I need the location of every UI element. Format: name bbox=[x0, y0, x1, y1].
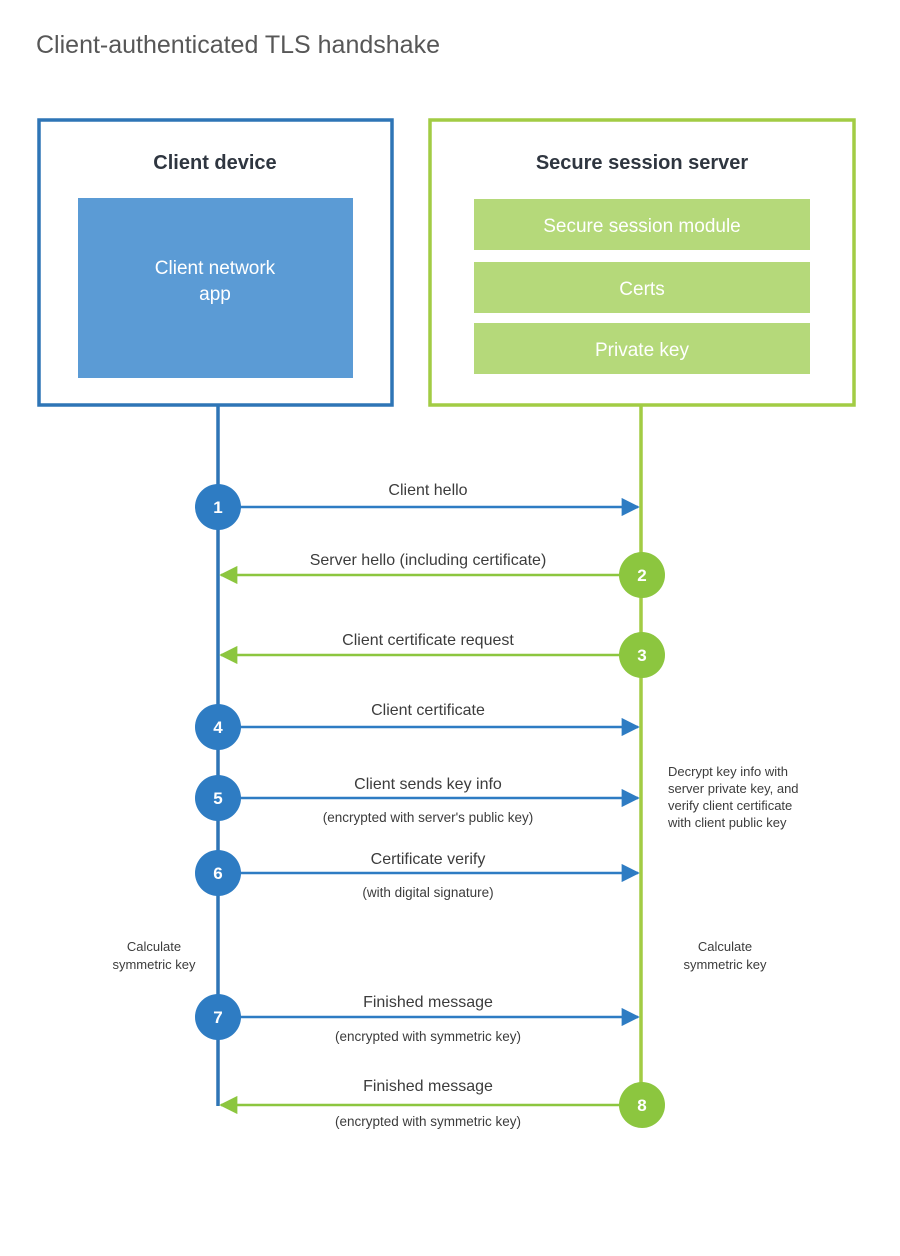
step-4-label: Client certificate bbox=[371, 702, 485, 719]
step-6-group: Certificate verify (with digital signatu… bbox=[195, 850, 640, 900]
step-3-badge[interactable] bbox=[619, 632, 665, 678]
step-8-badge[interactable] bbox=[619, 1082, 665, 1128]
step-1-label: Client hello bbox=[388, 482, 467, 499]
step-3-group: Client certificate request 3 bbox=[219, 632, 665, 678]
step-6-label: Certificate verify bbox=[371, 851, 486, 868]
server-decrypt-note-line-1: server private key, and bbox=[668, 781, 799, 796]
step-4-badge[interactable] bbox=[195, 704, 241, 750]
step-5-sublabel: (encrypted with server's public key) bbox=[323, 810, 533, 825]
client-calculate-note: Calculate symmetric key bbox=[112, 939, 196, 972]
secure-session-server-title: Secure session server bbox=[536, 152, 749, 174]
step-7-badge[interactable] bbox=[195, 994, 241, 1040]
client-calculate-note-line-0: Calculate bbox=[127, 939, 181, 954]
step-1-group: Client hello 1 bbox=[195, 482, 640, 530]
step-7-group: Finished message (encrypted with symmetr… bbox=[195, 994, 640, 1044]
step-5-group: Client sends key info (encrypted with se… bbox=[195, 775, 640, 825]
step-6-sublabel: (with digital signature) bbox=[362, 885, 493, 900]
server-module-box-1 bbox=[474, 262, 810, 313]
server-calculate-note-line-1: symmetric key bbox=[683, 957, 767, 972]
client-calculate-note-line-1: symmetric key bbox=[112, 957, 196, 972]
server-module-label-0: Secure session module bbox=[543, 216, 741, 237]
step-6-badge[interactable] bbox=[195, 850, 241, 896]
server-decrypt-note-line-2: verify client certificate bbox=[668, 798, 792, 813]
client-network-app-box bbox=[78, 198, 353, 378]
server-calculate-note: Calculate symmetric key bbox=[683, 939, 767, 972]
server-module-box-0 bbox=[474, 199, 810, 250]
step-2-label: Server hello (including certificate) bbox=[310, 552, 547, 569]
secure-session-server-panel: Secure session server Secure session mod… bbox=[428, 118, 856, 407]
step-8-label: Finished message bbox=[363, 1078, 493, 1095]
step-7-label: Finished message bbox=[363, 994, 493, 1011]
step-8-sublabel: (encrypted with symmetric key) bbox=[335, 1114, 521, 1129]
step-1-number: 1 bbox=[213, 498, 222, 517]
server-decrypt-note: Decrypt key info with server private key… bbox=[667, 764, 799, 830]
server-decrypt-note-line-3: with client public key bbox=[667, 815, 787, 830]
server-module-label-2: Private key bbox=[595, 340, 689, 361]
step-5-number: 5 bbox=[213, 789, 222, 808]
step-4-group: Client certificate 4 bbox=[195, 702, 640, 750]
client-network-app-label-line2: app bbox=[199, 284, 231, 305]
client-device-panel: Client device Client network app bbox=[37, 118, 394, 407]
page-title: Client-authenticated TLS handshake bbox=[36, 31, 440, 59]
server-module-box-2 bbox=[474, 323, 810, 374]
step-2-number: 2 bbox=[637, 566, 646, 585]
server-decrypt-note-line-0: Decrypt key info with bbox=[668, 764, 788, 779]
client-network-app-label-line1: Client network bbox=[155, 258, 276, 279]
step-7-sublabel: (encrypted with symmetric key) bbox=[335, 1029, 521, 1044]
server-module-label-1: Certs bbox=[619, 279, 664, 300]
client-device-title: Client device bbox=[153, 152, 276, 174]
step-2-group: Server hello (including certificate) 2 bbox=[219, 552, 665, 598]
step-8-number: 8 bbox=[637, 1096, 646, 1115]
step-2-badge[interactable] bbox=[619, 552, 665, 598]
step-5-badge[interactable] bbox=[195, 775, 241, 821]
step-7-number: 7 bbox=[213, 1008, 222, 1027]
step-1-badge[interactable] bbox=[195, 484, 241, 530]
step-6-number: 6 bbox=[213, 864, 222, 883]
step-3-label: Client certificate request bbox=[342, 632, 514, 649]
step-5-label: Client sends key info bbox=[354, 776, 502, 793]
server-calculate-note-line-0: Calculate bbox=[698, 939, 752, 954]
step-8-group: Finished message (encrypted with symmetr… bbox=[219, 1078, 665, 1129]
step-4-number: 4 bbox=[213, 718, 223, 737]
step-3-number: 3 bbox=[637, 646, 646, 665]
